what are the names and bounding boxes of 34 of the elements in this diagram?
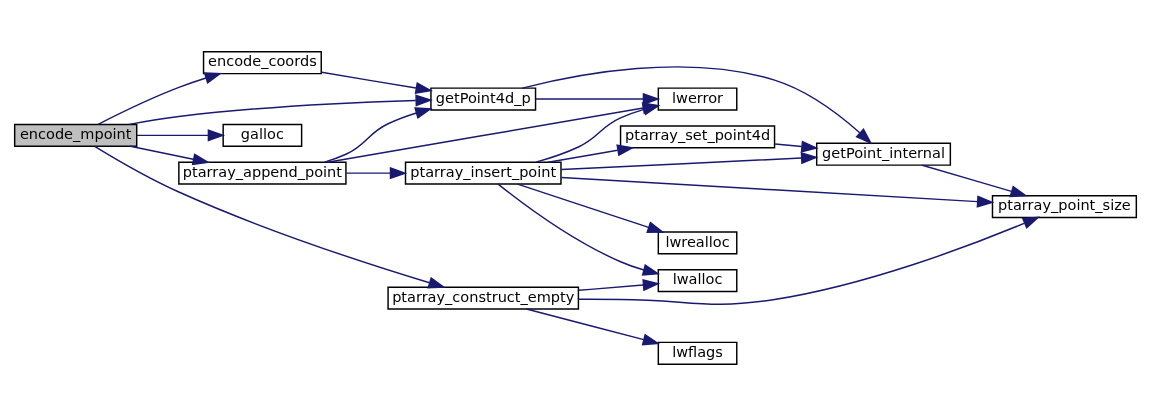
arrow: [129, 145, 211, 165]
arrow: [774, 139, 819, 153]
arrow: [577, 216, 1041, 305]
arrow: [525, 307, 661, 345]
arrow: [97, 71, 223, 125]
node-box: ptarray_append_point: [178, 161, 347, 185]
node-box: ptarray_insert_point: [404, 161, 562, 185]
node-box: lwflags: [657, 341, 738, 365]
arrow: [560, 151, 819, 170]
node-box: lwalloc: [657, 268, 738, 292]
node-box: encode_coords: [202, 50, 322, 74]
node-box: getPoint4d_p: [430, 86, 537, 111]
arrow: [535, 92, 661, 105]
arrow: [93, 145, 446, 288]
arrow: [577, 278, 661, 291]
arrow: [560, 176, 995, 208]
arrow: [136, 128, 226, 141]
arrow: [128, 93, 433, 125]
arrow: [323, 106, 433, 163]
arrow: [497, 182, 661, 276]
node-box: encode_mpoint: [13, 123, 138, 147]
arrow: [345, 166, 408, 179]
node-box: ptarray_set_point4d: [619, 124, 776, 148]
arrow: [521, 65, 873, 144]
node-box: galloc: [222, 123, 303, 147]
arrow: [516, 182, 665, 233]
arrow: [320, 71, 433, 94]
node-box: lwerror: [657, 86, 738, 111]
arrow: [921, 164, 1028, 197]
arrow: [547, 143, 635, 163]
node-box: ptarray_construct_empty: [387, 285, 580, 310]
node-box: ptarray_point_size: [991, 194, 1138, 218]
node-box: getPoint_internal: [815, 142, 952, 166]
node-box: lwrealloc: [657, 230, 738, 254]
